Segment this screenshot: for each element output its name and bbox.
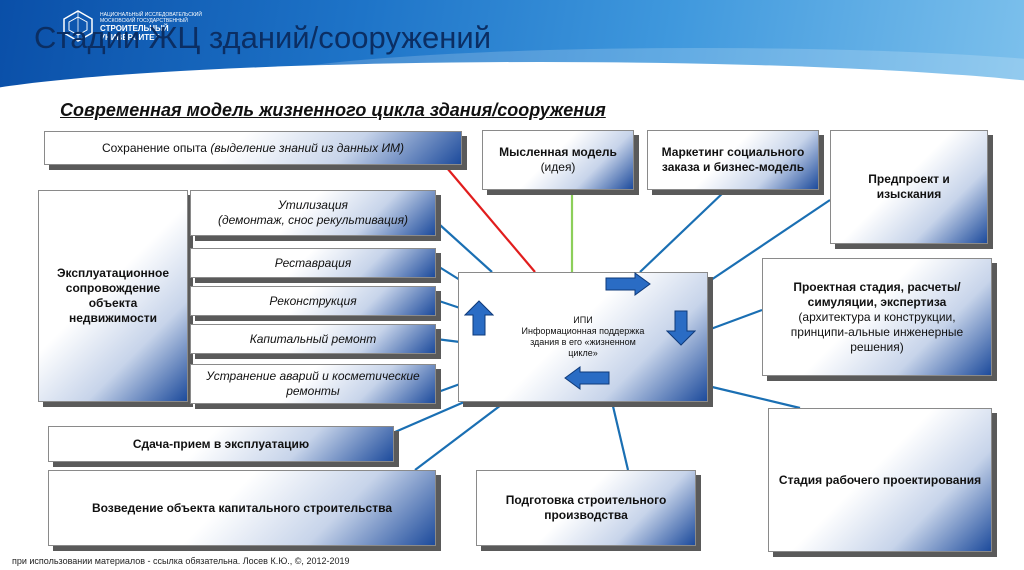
- box-acceptance: Сдача-прием в эксплуатацию: [48, 426, 394, 462]
- center-line1: ИПИ: [573, 315, 593, 325]
- box-marketing: Маркетинг социального заказа и бизнес-мо…: [647, 130, 819, 190]
- university-logo-icon: [63, 10, 93, 42]
- mental-model-main: Мысленная модель: [499, 145, 617, 159]
- utilization-line1: Утилизация: [278, 198, 348, 212]
- arrow-left-icon: [564, 366, 610, 390]
- box-preparation: Подготовка строительного производства: [476, 470, 696, 546]
- university-logo-text: НАЦИОНАЛЬНЫЙ ИССЛЕДОВАТЕЛЬСКИЙ МОСКОВСКИ…: [100, 12, 210, 42]
- connector-restoration: [435, 264, 461, 281]
- connector-repair: [435, 337, 461, 344]
- experience-main: Сохранение опыта: [101, 140, 207, 155]
- connector-utilization: [439, 224, 493, 273]
- pre-project-text: Предпроект и изыскания: [868, 172, 950, 201]
- box-mental-model: Мысленная модель (идея): [482, 130, 634, 190]
- mental-model-note: (идея): [540, 160, 576, 174]
- box-design-stage: Проектная стадия, расчеты/симуляции, экс…: [762, 258, 992, 376]
- experience-note: (выделение знаний из данных ИМ): [210, 140, 405, 155]
- diagram-subtitle: Современная модель жизненного цикла здан…: [60, 100, 606, 120]
- box-reconstruction: Реконструкция: [190, 286, 436, 316]
- connector-working: [707, 384, 801, 410]
- connector-preparation: [610, 401, 630, 471]
- box-experience: Сохранение опыта (выделение знаний из да…: [44, 131, 462, 165]
- acceptance-text: Сдача-прием в эксплуатацию: [132, 436, 310, 451]
- design-stage-main: Проектная стадия, расчеты/симуляции, экс…: [793, 279, 961, 309]
- design-stage-note: (архитектура и конструкции, принципи-аль…: [790, 309, 964, 354]
- connector-acceptance: [394, 394, 479, 434]
- working-design-text: Стадия рабочего проектирования: [778, 472, 982, 487]
- footer-copyright: при использовании материалов - ссылка об…: [12, 556, 350, 566]
- connector-red: [446, 167, 536, 273]
- center-line2: Информационная поддержка здания в его «ж…: [521, 326, 645, 358]
- connector-accidents: [437, 382, 461, 394]
- logo-big-text: СТРОИТЕЛЬНЫЙ УНИВЕРСИТЕТ: [100, 24, 169, 42]
- header-banner: НАЦИОНАЛЬНЫЙ ИССЛЕДОВАТЕЛЬСКИЙ МОСКОВСКИ…: [0, 0, 1024, 92]
- box-construction: Возведение объекта капитального строител…: [48, 470, 436, 546]
- marketing-text: Маркетинг социального заказа и бизнес-мо…: [661, 145, 805, 174]
- connector-reconstruction: [435, 298, 461, 310]
- arrow-right-icon: [605, 272, 651, 296]
- box-working-design: Стадия рабочего проектирования: [768, 408, 992, 552]
- arrow-up-icon: [464, 300, 494, 336]
- connector-preproject: [707, 199, 831, 283]
- utilization-line2: (демонтаж, снос рекультивация): [218, 213, 408, 227]
- connector-marketing: [639, 189, 727, 273]
- connector-design: [707, 308, 763, 332]
- reconstruction-text: Реконструкция: [269, 293, 357, 308]
- box-restoration: Реставрация: [190, 248, 436, 278]
- restoration-text: Реставрация: [274, 255, 352, 270]
- connector-construction: [414, 401, 506, 471]
- accidents-text: Устранение аварий и косметические ремонт…: [206, 369, 420, 398]
- operation-text: Эксплуатационное сопровождение объекта н…: [56, 266, 170, 325]
- arrow-down-icon: [666, 310, 696, 346]
- capital-repair-text: Капитальный ремонт: [249, 331, 377, 346]
- box-pre-project: Предпроект и изыскания: [830, 130, 988, 244]
- box-capital-repair: Капитальный ремонт: [190, 324, 436, 354]
- box-operation: Эксплуатационное сопровождение объекта н…: [38, 190, 188, 402]
- preparation-text: Подготовка строительного производства: [505, 493, 667, 522]
- box-utilization: Утилизация (демонтаж, снос рекультивация…: [190, 190, 436, 236]
- logo-small-text: НАЦИОНАЛЬНЫЙ ИССЛЕДОВАТЕЛЬСКИЙ МОСКОВСКИ…: [100, 12, 202, 24]
- slide-title: Стадии ЖЦ зданий/сооружений: [34, 20, 492, 55]
- construction-text: Возведение объекта капитального строител…: [91, 500, 393, 515]
- box-accidents: Устранение аварий и косметические ремонт…: [190, 364, 436, 404]
